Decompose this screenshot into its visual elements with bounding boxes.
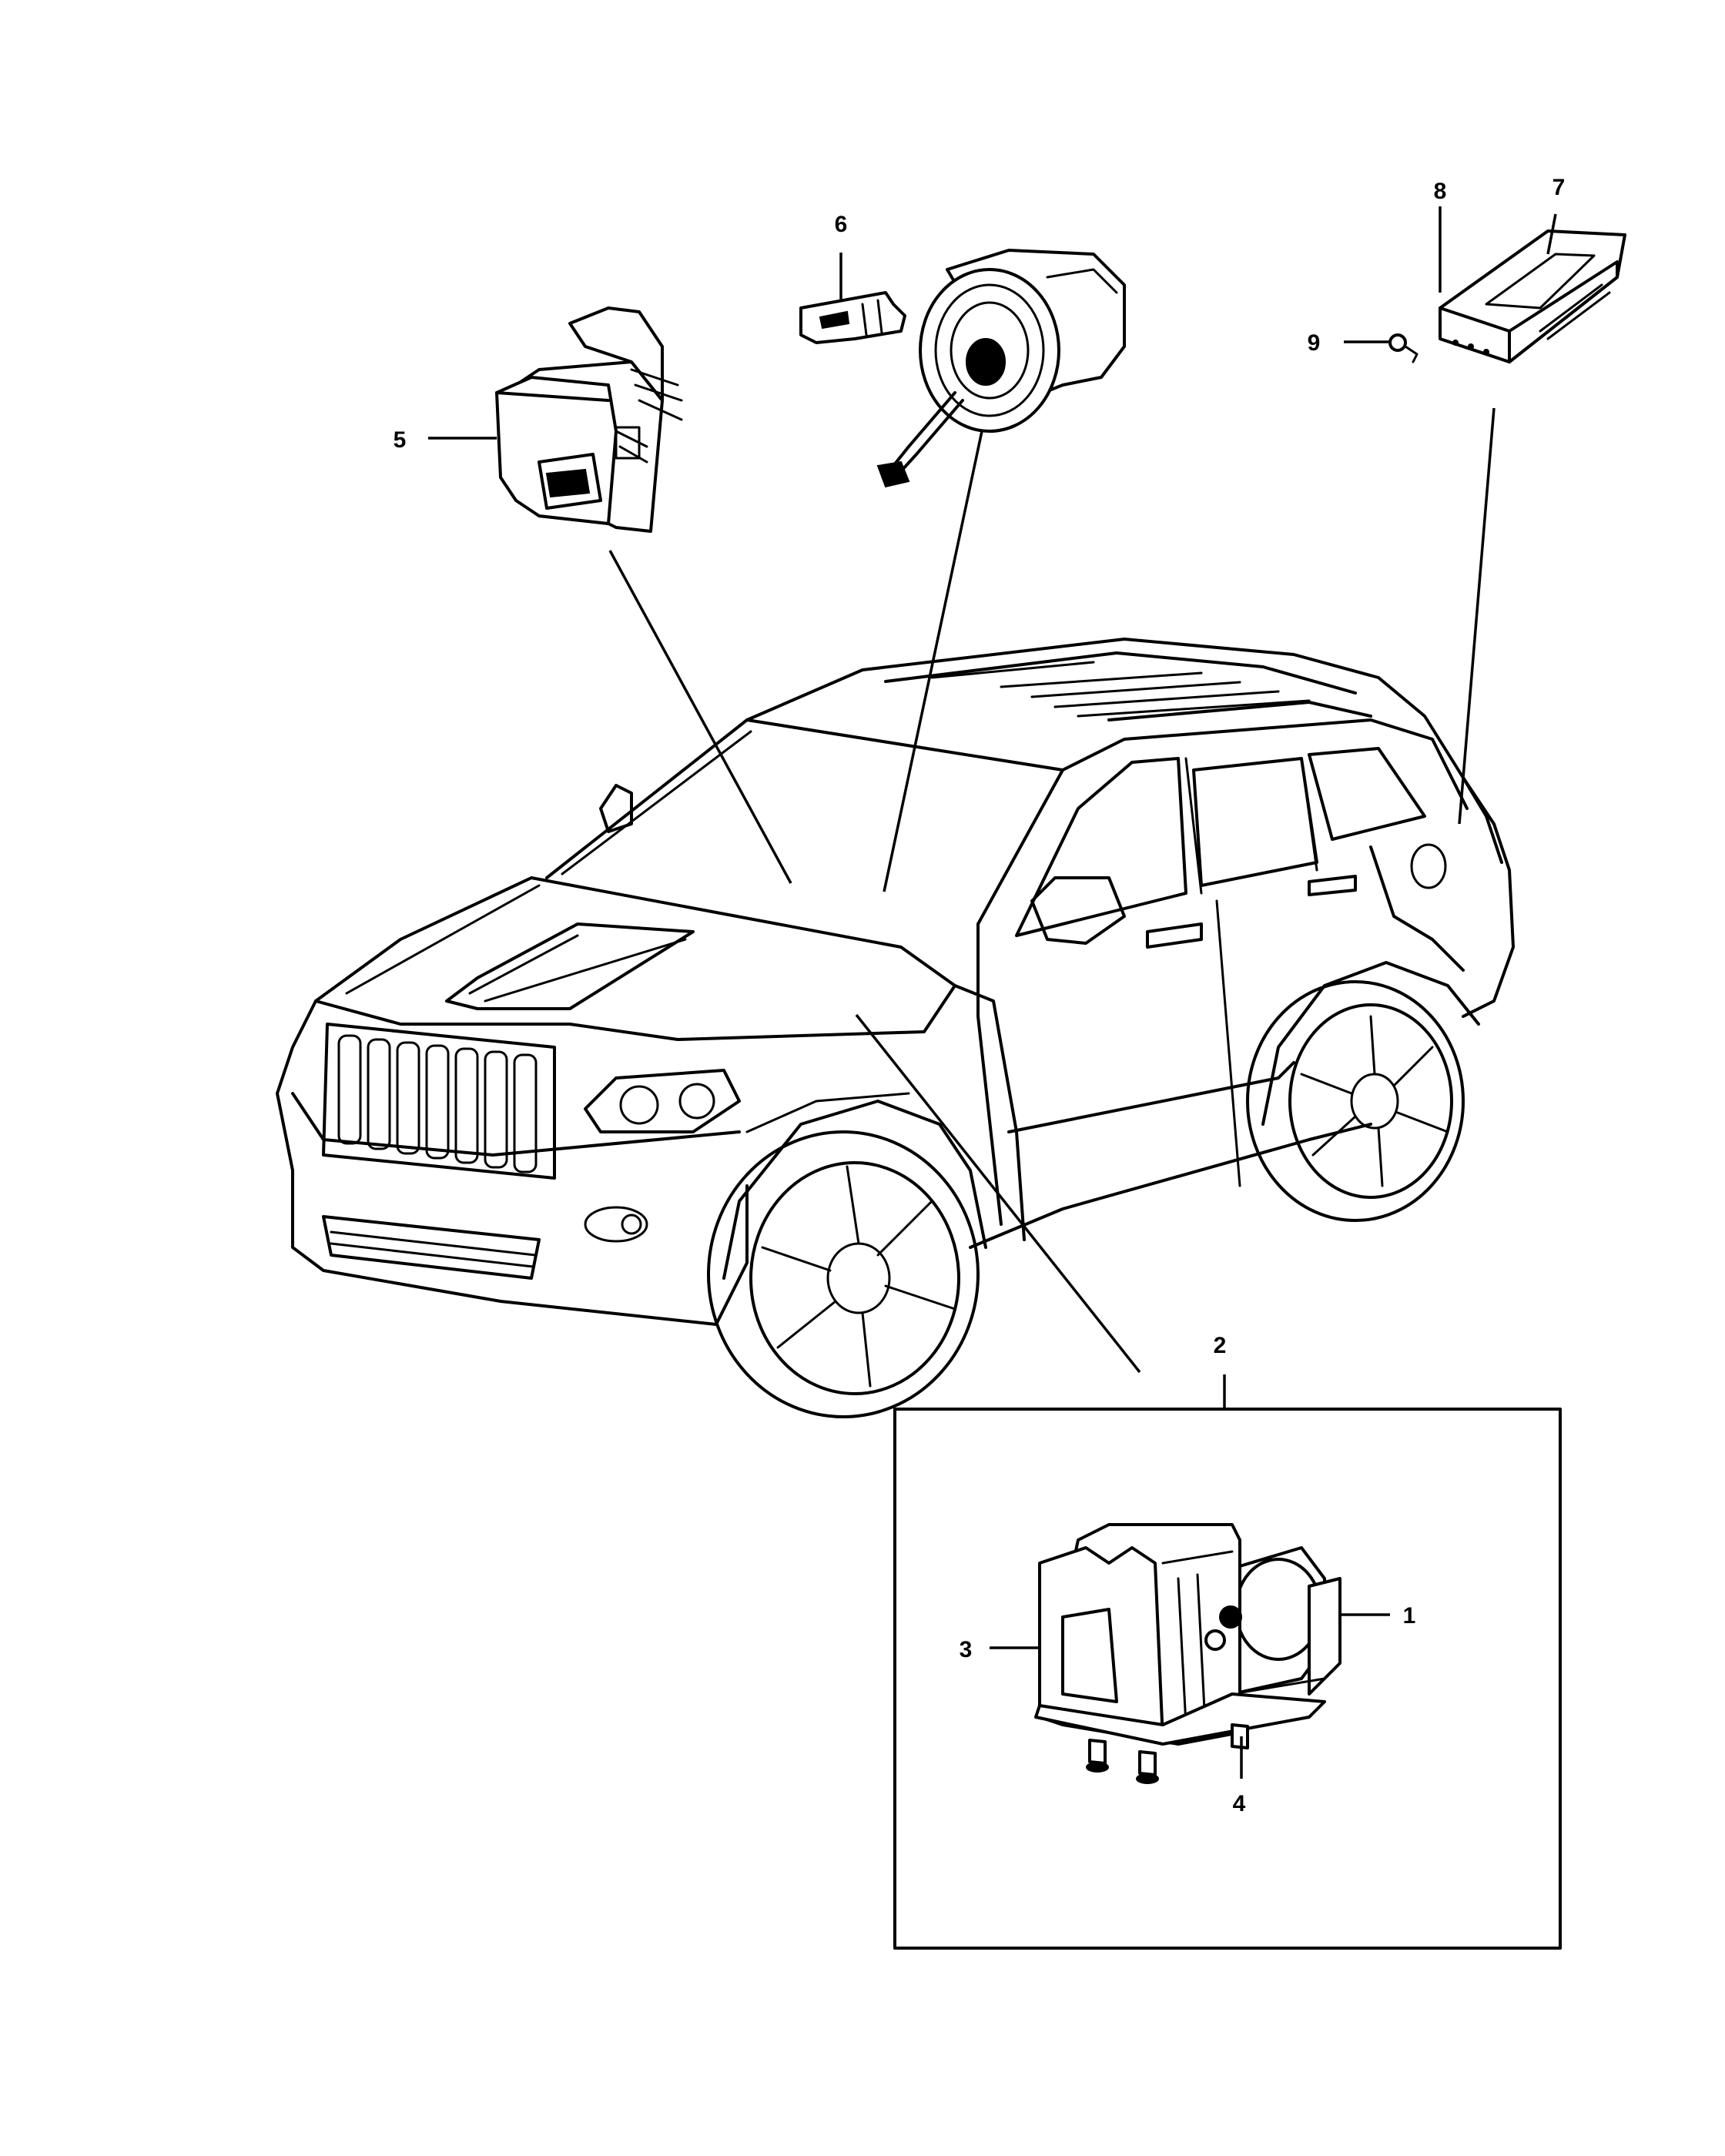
callout-labels: 1 2 3 4 5 6 7 8 9 [394,175,1566,1816]
callout-4: 4 [1233,1791,1246,1816]
callout-3: 3 [960,1637,973,1662]
inset-box [893,1408,1562,1950]
part-5-module [495,306,683,533]
callout-2: 2 [1214,1333,1227,1358]
callout-8: 8 [1434,179,1447,204]
callout-7: 7 [1552,175,1566,200]
callout-1: 1 [1403,1603,1416,1629]
part-1-3-4-hydraulic-unit [1034,1523,1341,1784]
callout-9: 9 [1308,330,1321,356]
part-6-clockspring [799,249,1126,488]
callout-5: 5 [394,427,407,453]
callout-6: 6 [835,212,848,237]
part-7-8-control-module [1388,229,1626,363]
leader-lines [428,206,1557,1779]
vehicle-illustration [276,638,1515,1418]
